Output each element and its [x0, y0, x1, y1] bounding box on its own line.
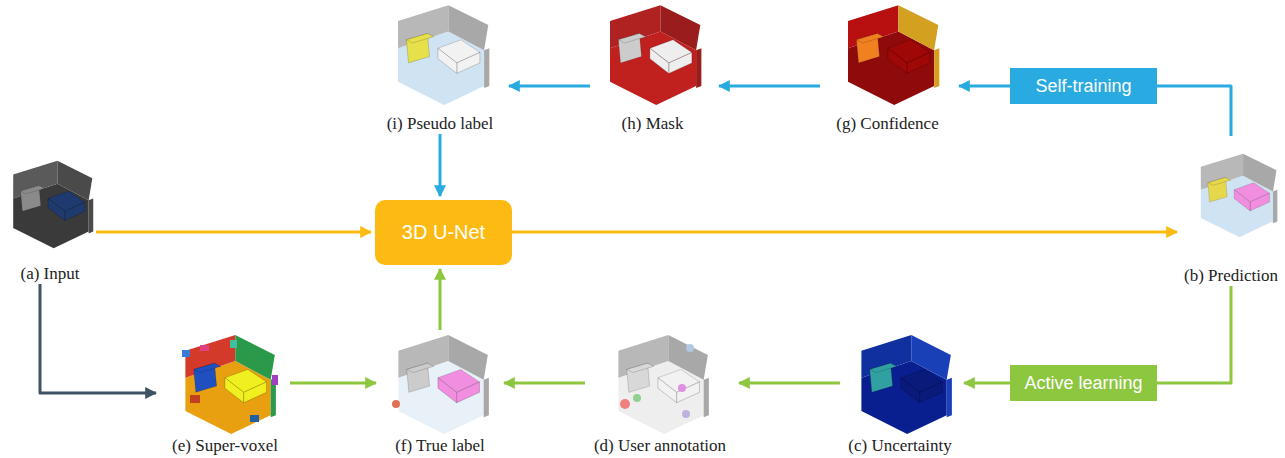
stage-tag: Active learning: [1010, 365, 1157, 401]
room-render: [398, 335, 488, 434]
figure-panel: (i) Pseudo label: [375, 0, 505, 134]
flow-arrow: [1157, 86, 1231, 136]
network-box: 3D U-Net: [375, 200, 512, 265]
flow-arrow: [290, 382, 376, 385]
figure-panel: (h) Mask: [590, 0, 715, 134]
flow-arrow: [40, 284, 156, 393]
figure-caption: (d) User annotation: [594, 435, 726, 456]
room-render: [13, 161, 93, 248]
figure-panel: (d) User annotation: [585, 330, 735, 456]
figure-caption: (g) Confidence: [836, 113, 938, 134]
flow-arrow: [439, 269, 442, 330]
label-dot: [392, 400, 400, 408]
box-label: Active learning: [1024, 373, 1142, 394]
room-render: [610, 5, 701, 105]
voxel-patches: [182, 340, 278, 422]
figure-caption: (e) Super-voxel: [172, 435, 278, 456]
figure-panel: (e) Super-voxel: [160, 330, 290, 456]
flow-arrow: [964, 382, 1010, 385]
room-render: [185, 335, 275, 434]
flow-arrow: [96, 231, 371, 234]
flow-arrow: [504, 382, 585, 385]
figure-caption: (h) Mask: [622, 113, 684, 134]
stage-tag: Self-training: [1010, 68, 1157, 104]
flow-arrow: [1157, 286, 1231, 383]
room-render: [398, 5, 489, 105]
room-render: [848, 5, 939, 105]
figure-panel: (b) Prediction: [1181, 136, 1281, 286]
figure-panel: (g) Confidence: [820, 0, 955, 134]
room-render: [861, 335, 951, 434]
flow-arrow: [439, 134, 442, 196]
box-label: 3D U-Net: [402, 221, 485, 244]
box-label: Self-training: [1035, 76, 1131, 97]
flow-arrow: [739, 382, 840, 385]
figure-caption: (b) Prediction: [1184, 265, 1278, 286]
room-render: [1201, 154, 1278, 238]
flow-arrow: [959, 85, 1010, 88]
flow-arrow: [512, 231, 1177, 234]
figure-caption: (a) Input: [20, 263, 79, 284]
figure-panel: (a) Input: [4, 146, 96, 284]
click-markers: [620, 344, 694, 418]
flow-arrow: [509, 85, 590, 88]
room-render: [618, 335, 708, 434]
flow-arrow: [719, 85, 820, 88]
figure-caption: (f) True label: [395, 435, 485, 456]
figure-panel: (f) True label: [380, 330, 500, 456]
figure-caption: (c) Uncertainty: [848, 435, 951, 456]
figure-caption: (i) Pseudo label: [387, 113, 494, 134]
figure-panel: (c) Uncertainty: [840, 330, 960, 456]
